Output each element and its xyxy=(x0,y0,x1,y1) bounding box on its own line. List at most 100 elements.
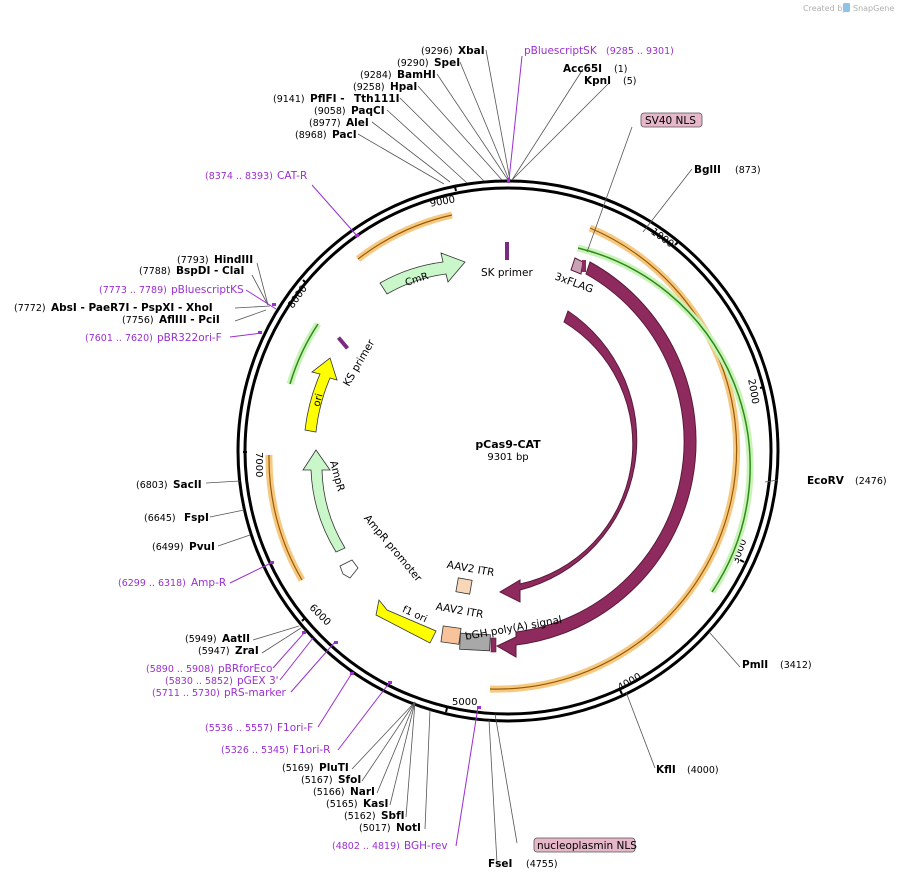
primer-pgex-3[interactable]: (5830 .. 5852) pGEX 3' xyxy=(165,675,279,687)
site-bamhi[interactable]: (9284) BamHI xyxy=(360,69,436,81)
svg-text:F1ori-R: F1ori-R xyxy=(293,744,330,756)
site-paci[interactable]: (8968) PacI xyxy=(295,129,357,141)
site-pluti[interactable]: (5169) PluTI xyxy=(282,762,349,774)
site-tth111i[interactable]: (9141) PflFI - Tth111I xyxy=(273,93,399,105)
svg-text:(6803): (6803) xyxy=(136,480,168,491)
ks-primer-marker xyxy=(336,336,350,350)
svg-text:BGH-rev: BGH-rev xyxy=(404,840,448,852)
tick-marks xyxy=(243,186,765,713)
site-noti[interactable]: (5017) NotI xyxy=(359,822,421,834)
site-afliii-pcii[interactable]: (7756) AflIII - PciI xyxy=(122,314,220,326)
sv40-nls-box[interactable]: SV40 NLS xyxy=(640,112,703,128)
svg-text:pBluescriptKS: pBluescriptKS xyxy=(171,284,244,296)
site-sbfi[interactable]: (5162) SbfI xyxy=(344,810,405,822)
credit-text: Created by xyxy=(803,4,847,13)
svg-text:(4802 .. 4819): (4802 .. 4819) xyxy=(332,841,400,852)
primer-cat-r[interactable]: (8374 .. 8393) CAT-R xyxy=(205,170,307,182)
svg-text:(5949): (5949) xyxy=(185,634,217,645)
primer-markers xyxy=(258,178,510,709)
svg-text:(9058): (9058) xyxy=(314,106,346,117)
svg-text:pRS-marker: pRS-marker xyxy=(224,687,287,699)
site-spei[interactable]: (9290) SpeI xyxy=(397,57,460,69)
primer-pbrforeco[interactable]: (5890 .. 5908) pBRforEco xyxy=(146,663,272,675)
site-kasi[interactable]: (5165) KasI xyxy=(326,798,388,810)
site-hindiii[interactable]: (7793) HindIII xyxy=(177,254,253,266)
primer-f1ori-r[interactable]: (5326 .. 5345) F1ori-R xyxy=(221,744,330,756)
site-zrai[interactable]: (5947) ZraI xyxy=(198,645,259,657)
svg-text:(5947): (5947) xyxy=(198,646,230,657)
ori-label: ori xyxy=(312,392,326,407)
svg-text:(3412): (3412) xyxy=(780,660,812,671)
primer-f1ori-f[interactable]: (5536 .. 5557) F1ori-F xyxy=(205,722,313,734)
site-fsei[interactable]: FseI (4755) xyxy=(488,858,558,870)
bgh-small-marker xyxy=(490,637,497,653)
site-kfli[interactable]: KflI (4000) xyxy=(656,764,719,776)
svg-text:HindIII: HindIII xyxy=(214,254,253,266)
site-kpni[interactable]: KpnI (5) xyxy=(584,75,636,87)
ampr-label: AmpR xyxy=(327,459,347,492)
svg-text:(5): (5) xyxy=(623,76,636,87)
ampr-arrow xyxy=(302,449,346,553)
sv40-small-marker xyxy=(582,260,586,272)
svg-text:AbsI - PaeR7I - PspXI: AbsI - PaeR7I - PspXI - XhoI xyxy=(51,302,213,314)
svg-text:SbfI: SbfI xyxy=(381,810,405,822)
site-aatii[interactable]: (5949) AatII xyxy=(185,633,250,645)
primer-pbluescriptsk[interactable]: pBluescriptSK (9285 .. 9301) xyxy=(524,45,674,57)
primer-bgh-rev[interactable]: (4802 .. 4819) BGH-rev xyxy=(332,840,448,852)
site-nari[interactable]: (5166) NarI xyxy=(313,786,375,798)
site-fspi[interactable]: (6645) FspI xyxy=(144,512,209,524)
tick-label-8000: 8000 xyxy=(286,284,310,311)
svg-text:(5162): (5162) xyxy=(344,811,376,822)
orange-arc-topleft-core xyxy=(357,214,453,260)
svg-text:HpaI: HpaI xyxy=(390,81,417,93)
plasmid-length: 9301 bp xyxy=(487,452,528,463)
svg-text:(7793): (7793) xyxy=(177,255,209,266)
svg-text:SacII: SacII xyxy=(173,479,202,491)
site-bglii[interactable]: BglII (873) xyxy=(694,164,761,176)
svg-text:(9284): (9284) xyxy=(360,70,392,81)
svg-text:(7788): (7788) xyxy=(139,266,171,277)
svg-text:(9296): (9296) xyxy=(421,46,453,57)
snapgene-logo-icon xyxy=(843,3,850,12)
bgh-polya-box xyxy=(459,632,491,652)
sk-primer-label: SK primer xyxy=(481,267,533,279)
site-sacii[interactable]: (6803) SacII xyxy=(136,479,202,491)
site-paqci[interactable]: (9058) PaqCI xyxy=(314,105,385,117)
site-xbai[interactable]: (9296) XbaI xyxy=(421,45,485,57)
svg-text:SfoI: SfoI xyxy=(338,774,361,786)
svg-text:(4000): (4000) xyxy=(687,765,719,776)
svg-text:(8374 .. 8393): (8374 .. 8393) xyxy=(205,171,273,182)
svg-text:KasI: KasI xyxy=(363,798,388,810)
svg-text:KpnI: KpnI xyxy=(584,75,611,87)
svg-text:BglII: BglII xyxy=(694,164,721,176)
primer-pbluescriptks[interactable]: (7773 .. 7789) pBluescriptKS xyxy=(99,284,244,296)
svg-text:BspDI - ClaI: BspDI - ClaI xyxy=(176,265,244,277)
site-sfoi[interactable]: (5167) SfoI xyxy=(301,774,361,786)
site-pmli[interactable]: PmlI (3412) xyxy=(742,659,812,671)
site-acc65i[interactable]: Acc65I (1) xyxy=(563,63,627,75)
site-absi-xhoi[interactable]: (7772) AbsI - PaeR7I - PspXI - XhoI xyxy=(14,302,213,314)
site-pvui[interactable]: (6499) PvuI xyxy=(152,541,215,553)
tick-label-7000: 7000 xyxy=(253,452,264,477)
svg-text:NotI: NotI xyxy=(396,822,421,834)
nucleoplasmin-nls-box[interactable]: nucleoplasmin NLS xyxy=(533,837,637,853)
svg-text:(5326 .. 5345): (5326 .. 5345) xyxy=(221,745,289,756)
primer-amp-r[interactable]: (6299 .. 6318) Amp-R xyxy=(118,577,226,589)
primer-prs-marker[interactable]: (5711 .. 5730) pRS-marker xyxy=(152,687,287,699)
svg-text:Tth111I: Tth111I xyxy=(354,93,399,105)
svg-text:NarI: NarI xyxy=(350,786,375,798)
primer-pbr322ori-f[interactable]: (7601 .. 7620) pBR322ori-F xyxy=(85,332,222,344)
svg-text:(7756): (7756) xyxy=(122,315,154,326)
site-hpai[interactable]: (9258) HpaI xyxy=(353,81,417,93)
svg-text:(5169): (5169) xyxy=(282,763,314,774)
svg-text:pBluescriptSK: pBluescriptSK xyxy=(524,45,598,57)
tick-label-9000: 9000 xyxy=(429,194,456,209)
svg-text:(9141): (9141) xyxy=(273,94,305,105)
svg-text:(2476): (2476) xyxy=(855,476,887,487)
tick-label-5000: 5000 xyxy=(452,697,477,708)
site-ecorv[interactable]: EcoRV (2476) xyxy=(807,475,887,487)
site-alei[interactable]: (8977) AleI xyxy=(309,117,369,129)
svg-text:PaqCI: PaqCI xyxy=(351,105,385,117)
site-bspdi-clai[interactable]: (7788) BspDI - ClaI xyxy=(139,265,244,277)
svg-text:(7772): (7772) xyxy=(14,303,46,314)
